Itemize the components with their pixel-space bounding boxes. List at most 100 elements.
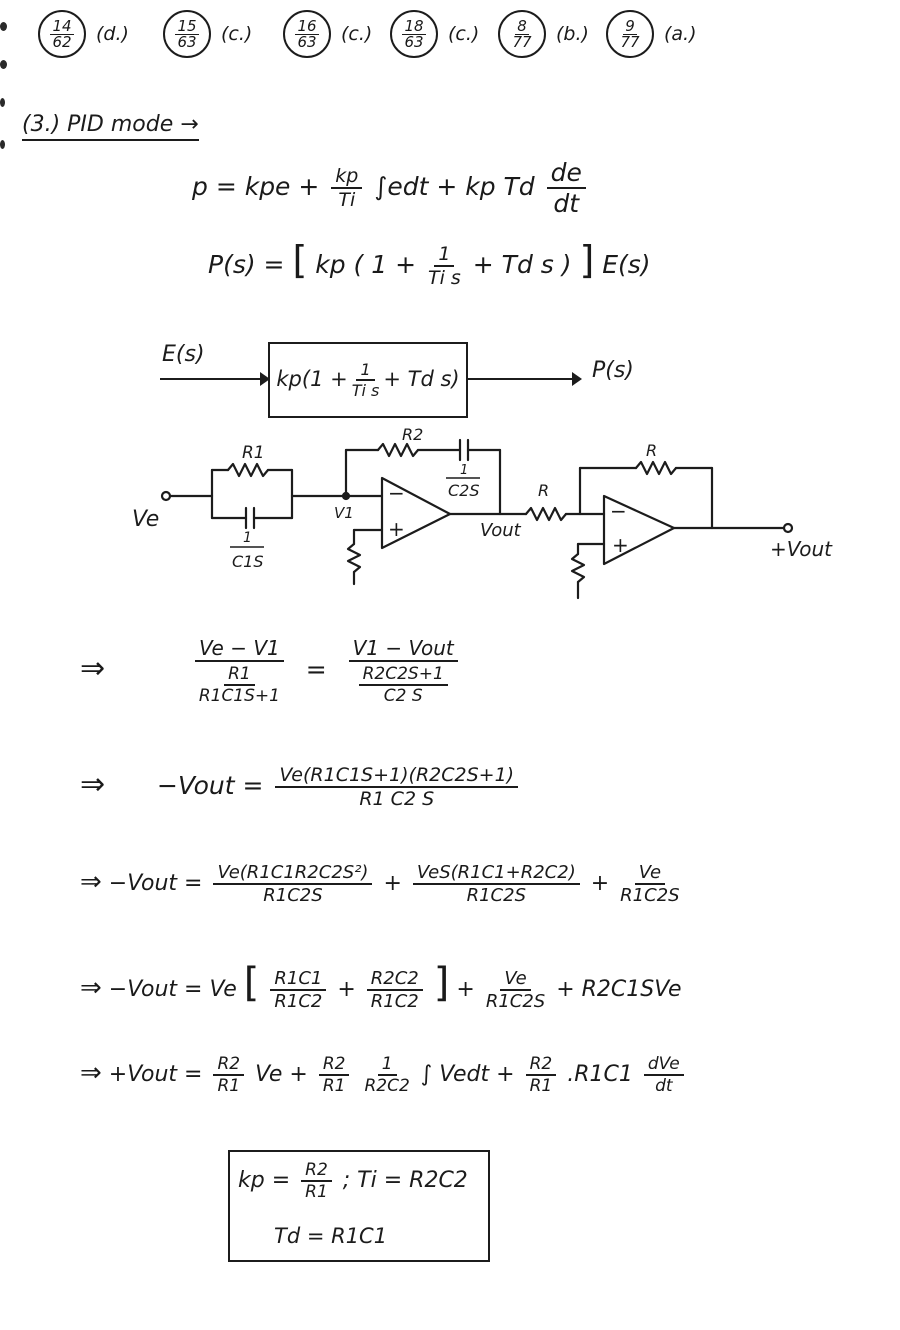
label-r: R	[538, 481, 549, 500]
eq-text: + R2C1SVe	[556, 977, 682, 1002]
implies-arrow-icon: ⇒	[80, 651, 106, 686]
result-ti: ; Ti = R2C2	[342, 1168, 468, 1193]
binding-hole	[0, 22, 7, 31]
section-heading: (3.) PID mode →	[22, 112, 199, 141]
fraction: Ve(R1C1R2C2S²)R1C2S	[213, 862, 373, 906]
fraction: VeS(R1C1+R2C2)R1C2S	[412, 862, 580, 906]
eq-text: .R1C1	[567, 1062, 633, 1087]
label-opamp1-minus: −	[388, 481, 405, 505]
implies-arrow-icon: ⇒	[80, 1058, 102, 1088]
label-c1-num: 1	[243, 530, 252, 546]
binding-hole	[0, 60, 7, 69]
pid-opamp-circuit: Ve R1 1 C1S V1 R2 1 C2S − + Vout R R − +…	[132, 425, 833, 600]
derivation-step-2: ⇒ −Vout = Ve(R1C1S+1)(R2C2S+1)R1 C2 S	[80, 764, 522, 810]
label-r1: R1	[242, 443, 265, 463]
opamp-2	[602, 494, 676, 566]
answer-option: (c.)	[448, 23, 480, 45]
answer-option: (c.)	[341, 23, 373, 45]
result-kp-label: kp =	[238, 1168, 291, 1193]
input-arrowhead-icon	[260, 372, 270, 386]
opamp-1	[380, 476, 452, 550]
implies-arrow-icon: ⇒	[80, 767, 106, 802]
bracket-open: [	[292, 238, 308, 282]
eq-text: E(s)	[602, 250, 651, 279]
derivation-step-3: ⇒ −Vout = Ve(R1C1R2C2S²)R1C2S + VeS(R1C1…	[80, 862, 680, 906]
label-c1-den: C1S	[232, 552, 264, 571]
eq-text: −Vout =	[157, 771, 264, 800]
eq-text: kp ( 1 +	[315, 250, 417, 279]
output-arrow-line	[466, 378, 576, 380]
eq-text: Ve +	[255, 1062, 308, 1087]
resistor-r	[524, 506, 568, 522]
block-output-label: P(s)	[592, 358, 634, 383]
eq-text: +Vout =	[108, 1062, 203, 1087]
block-text: kp(1 +	[276, 367, 348, 391]
resistor-r-feedback	[634, 460, 678, 476]
block-input-label: E(s)	[162, 342, 205, 367]
eq-text: P(s) =	[208, 250, 285, 279]
block-text: + Td s)	[383, 367, 460, 391]
input-arrow-line	[160, 378, 266, 380]
answer-option: (c.)	[221, 23, 253, 45]
eq-text: p = kpe +	[192, 172, 320, 201]
answer-option: (b.)	[556, 23, 589, 45]
label-opamp2-minus: −	[610, 499, 627, 523]
eq-text: Ve	[209, 977, 237, 1002]
label-r-feedback: R	[646, 441, 657, 460]
binding-hole	[0, 140, 5, 149]
label-opamp1-plus: +	[388, 517, 405, 541]
eq-text: ∫ Vedt +	[420, 1062, 515, 1087]
resistor-ground-2	[570, 552, 586, 584]
label-v1: V1	[334, 504, 354, 522]
resistor-r2	[376, 442, 420, 458]
eq-text: ∫edt + kp Td	[374, 172, 535, 201]
label-plus-vout: +Vout	[770, 537, 833, 561]
fraction: Ve(R1C1S+1)(R2C2S+1)R1 C2 S	[275, 764, 519, 810]
label-opamp2-plus: +	[612, 533, 629, 557]
output-arrowhead-icon	[572, 372, 582, 386]
label-ve: Ve	[132, 507, 159, 532]
result-td: Td = R1C1	[274, 1224, 388, 1248]
eq-text: + Td s )	[472, 250, 572, 279]
binding-hole	[0, 98, 5, 107]
resistor-ground-1	[346, 542, 362, 574]
label-r2: R2	[402, 425, 423, 444]
label-c2-num: 1	[460, 463, 468, 478]
input-terminal	[160, 490, 172, 502]
output-terminal	[782, 522, 794, 534]
eq-text: −Vout =	[108, 977, 203, 1002]
implies-arrow-icon: ⇒	[80, 973, 102, 1003]
answer-option: (d.)	[96, 23, 129, 45]
bracket-close: ]	[579, 238, 595, 282]
